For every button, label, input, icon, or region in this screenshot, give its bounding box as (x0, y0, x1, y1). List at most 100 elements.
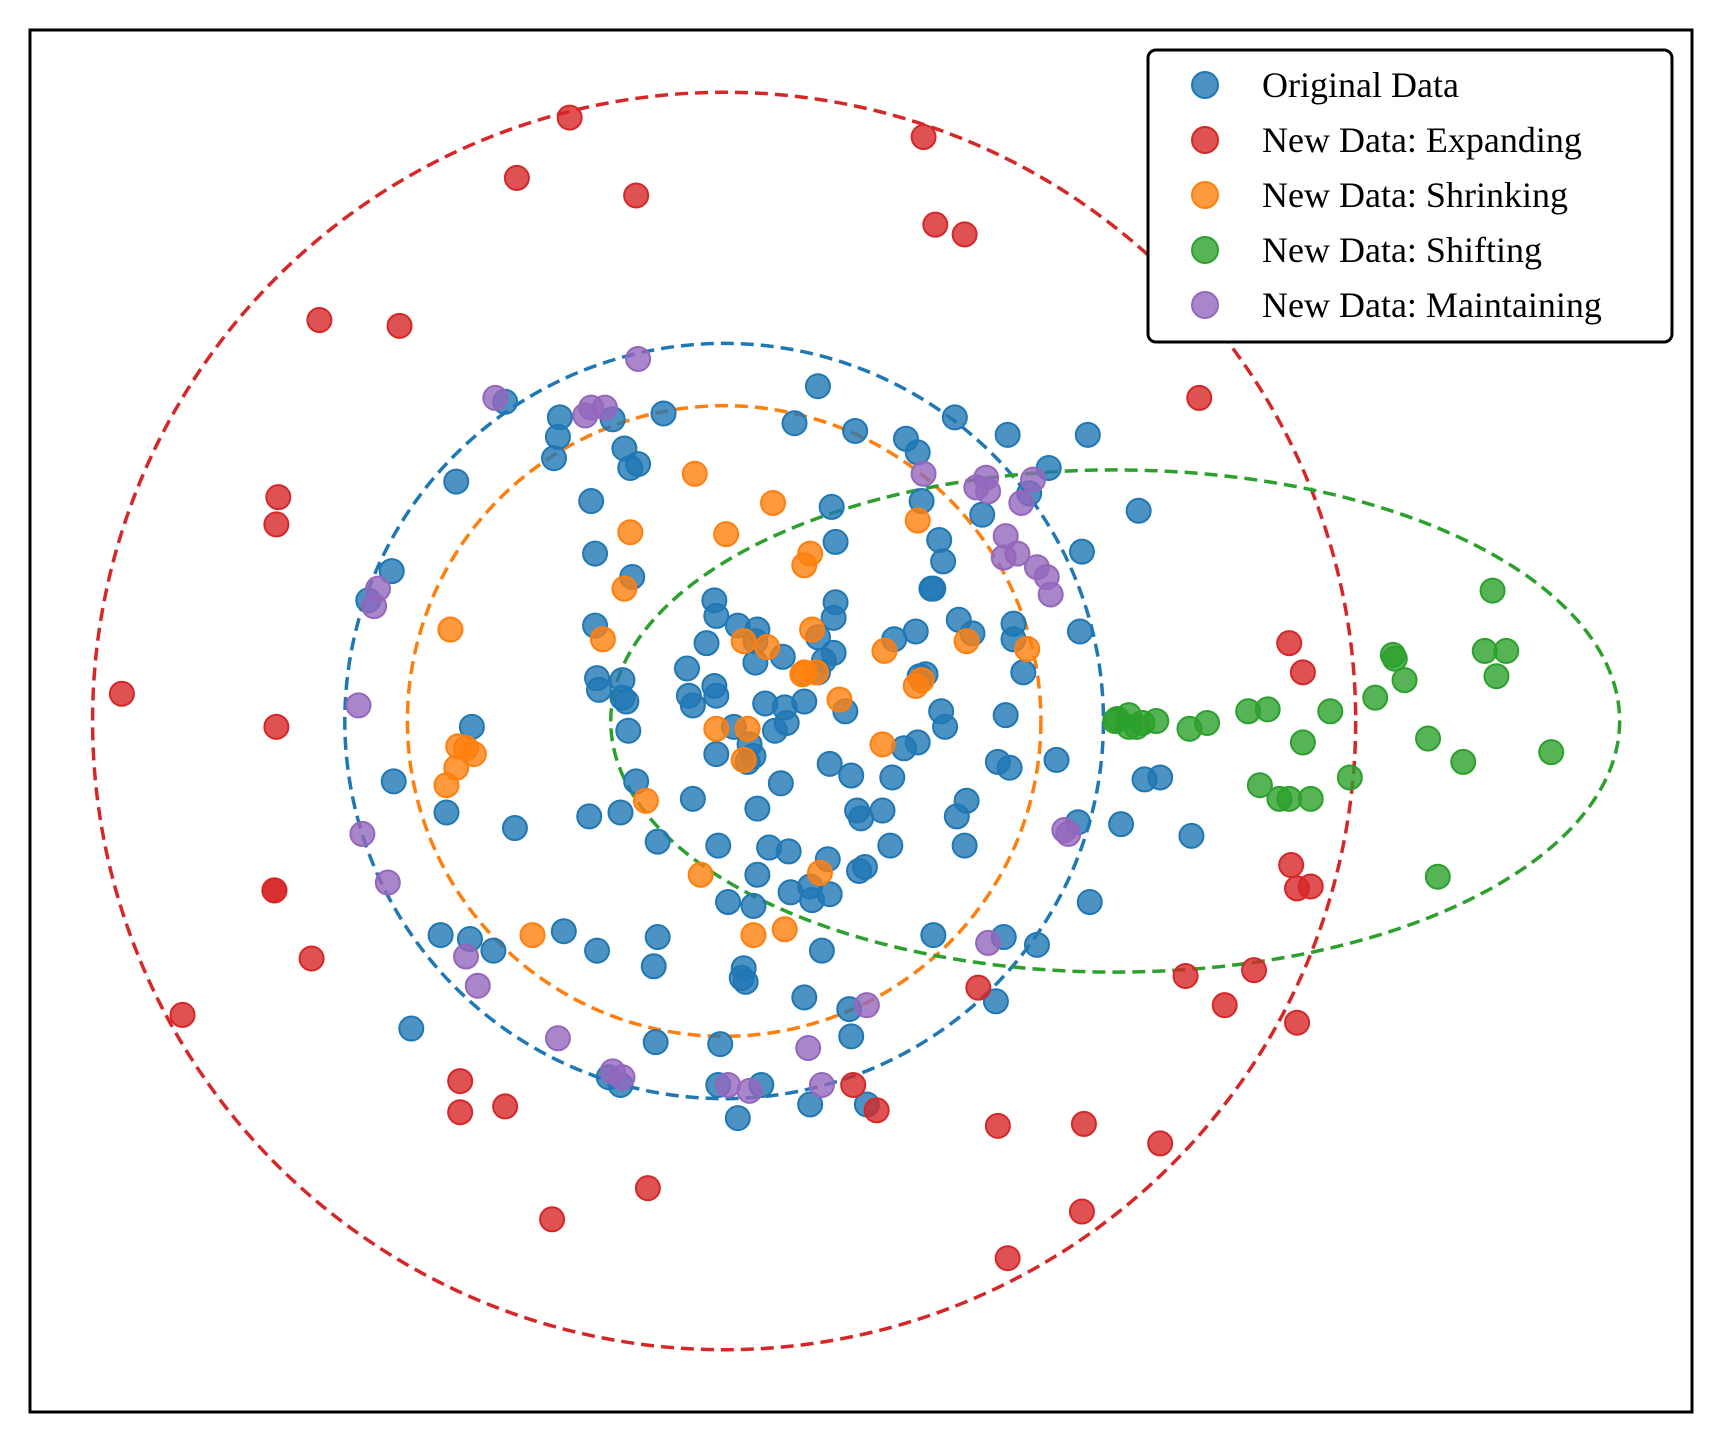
point-original-data (818, 493, 845, 520)
point-new-data-shrinking (734, 715, 761, 742)
point-original-data (951, 832, 978, 859)
point-new-data-expanding (1186, 384, 1213, 411)
point-original-data (816, 750, 843, 777)
point-new-data-shrinking (730, 746, 757, 773)
point-new-data-shrinking (904, 507, 931, 534)
point-new-data-shrinking (433, 772, 460, 799)
point-new-data-expanding (1241, 957, 1268, 984)
legend-marker-new-data-shrinking (1191, 181, 1219, 209)
point-original-data (576, 803, 603, 830)
point-original-data (625, 451, 652, 478)
point-original-data (744, 861, 771, 888)
point-original-data (984, 748, 1011, 775)
point-new-data-maintaining (374, 869, 401, 896)
point-original-data (1125, 497, 1152, 524)
point-original-data (380, 768, 407, 795)
point-new-data-shrinking (953, 628, 980, 655)
point-new-data-shifting (1317, 698, 1344, 725)
point-new-data-maintaining (910, 460, 937, 487)
point-new-data-expanding (261, 877, 288, 904)
point-original-data (820, 639, 847, 666)
point-new-data-maintaining (609, 1064, 636, 1091)
point-original-data (427, 922, 454, 949)
point-original-data (953, 787, 980, 814)
point-new-data-maintaining (482, 384, 509, 411)
point-original-data (679, 785, 706, 812)
point-new-data-shrinking (806, 859, 833, 886)
series-new-data-expanding (108, 104, 1324, 1272)
point-new-data-expanding (447, 1099, 474, 1126)
point-new-data-shrinking (519, 922, 546, 949)
point-new-data-expanding (634, 1175, 661, 1202)
point-original-data (982, 988, 1009, 1015)
point-new-data-shifting (1289, 729, 1316, 756)
point-original-data (797, 1091, 824, 1118)
point-original-data (851, 853, 878, 880)
point-original-data (1043, 746, 1070, 773)
point-original-data (891, 735, 918, 762)
point-new-data-maintaining (973, 464, 1000, 491)
point-original-data (501, 815, 528, 842)
boundary-new-data-shifting (608, 468, 1622, 974)
point-original-data (808, 937, 835, 964)
point-original-data (844, 797, 871, 824)
legend-label-original-data: Original Data (1262, 65, 1459, 105)
point-new-data-shrinking (687, 861, 714, 888)
point-original-data (838, 1023, 865, 1050)
point-new-data-maintaining (625, 345, 652, 372)
point-new-data-shrinking (437, 616, 464, 643)
point-new-data-maintaining (345, 692, 372, 719)
point-new-data-shrinking (826, 686, 853, 713)
point-new-data-expanding (298, 945, 325, 972)
point-new-data-shifting (1424, 863, 1451, 890)
point-original-data (378, 558, 405, 585)
point-new-data-shifting (1276, 785, 1303, 812)
point-new-data-expanding (386, 312, 413, 339)
point-original-data (433, 799, 460, 826)
point-new-data-expanding (965, 974, 992, 1001)
point-new-data-shifting (1415, 725, 1442, 752)
point-original-data (1023, 931, 1050, 958)
point-new-data-expanding (1147, 1130, 1174, 1157)
point-new-data-maintaining (349, 820, 376, 847)
point-new-data-shifting (1483, 663, 1510, 690)
point-new-data-expanding (447, 1068, 474, 1095)
point-new-data-expanding (1172, 962, 1199, 989)
point-new-data-shifting (1254, 696, 1281, 723)
point-new-data-shrinking (453, 735, 480, 762)
point-new-data-maintaining (1020, 466, 1047, 493)
point-original-data (640, 953, 667, 980)
point-new-data-expanding (994, 1245, 1021, 1272)
point-original-data (544, 423, 571, 450)
point-new-data-maintaining (591, 394, 618, 421)
point-original-data (1076, 889, 1103, 916)
point-original-data (644, 828, 671, 855)
point-new-data-expanding (1070, 1110, 1097, 1137)
point-new-data-expanding (169, 1001, 196, 1028)
point-new-data-maintaining (464, 972, 491, 999)
legend-marker-new-data-maintaining (1191, 291, 1219, 319)
point-original-data (791, 688, 818, 715)
point-new-data-maintaining (975, 929, 1002, 956)
point-original-data (1068, 538, 1095, 565)
point-new-data-shrinking (589, 626, 616, 653)
point-new-data-expanding (1276, 630, 1303, 657)
point-new-data-maintaining (453, 943, 480, 970)
point-original-data (1131, 766, 1158, 793)
point-original-data (904, 439, 931, 466)
legend-label-new-data-maintaining: New Data: Maintaining (1262, 285, 1602, 325)
point-original-data (791, 984, 818, 1011)
legend-label-new-data-shrinking: New Data: Shrinking (1262, 175, 1568, 215)
point-new-data-expanding (263, 511, 290, 538)
legend-marker-new-data-shifting (1191, 236, 1219, 264)
point-new-data-expanding (492, 1093, 519, 1120)
point-new-data-expanding (1211, 992, 1238, 1019)
point-original-data (756, 834, 783, 861)
point-original-data (781, 410, 808, 437)
point-new-data-expanding (306, 307, 333, 334)
point-original-data (902, 618, 929, 645)
point-original-data (816, 881, 843, 908)
point-new-data-shrinking (703, 715, 730, 742)
point-new-data-expanding (840, 1071, 867, 1098)
